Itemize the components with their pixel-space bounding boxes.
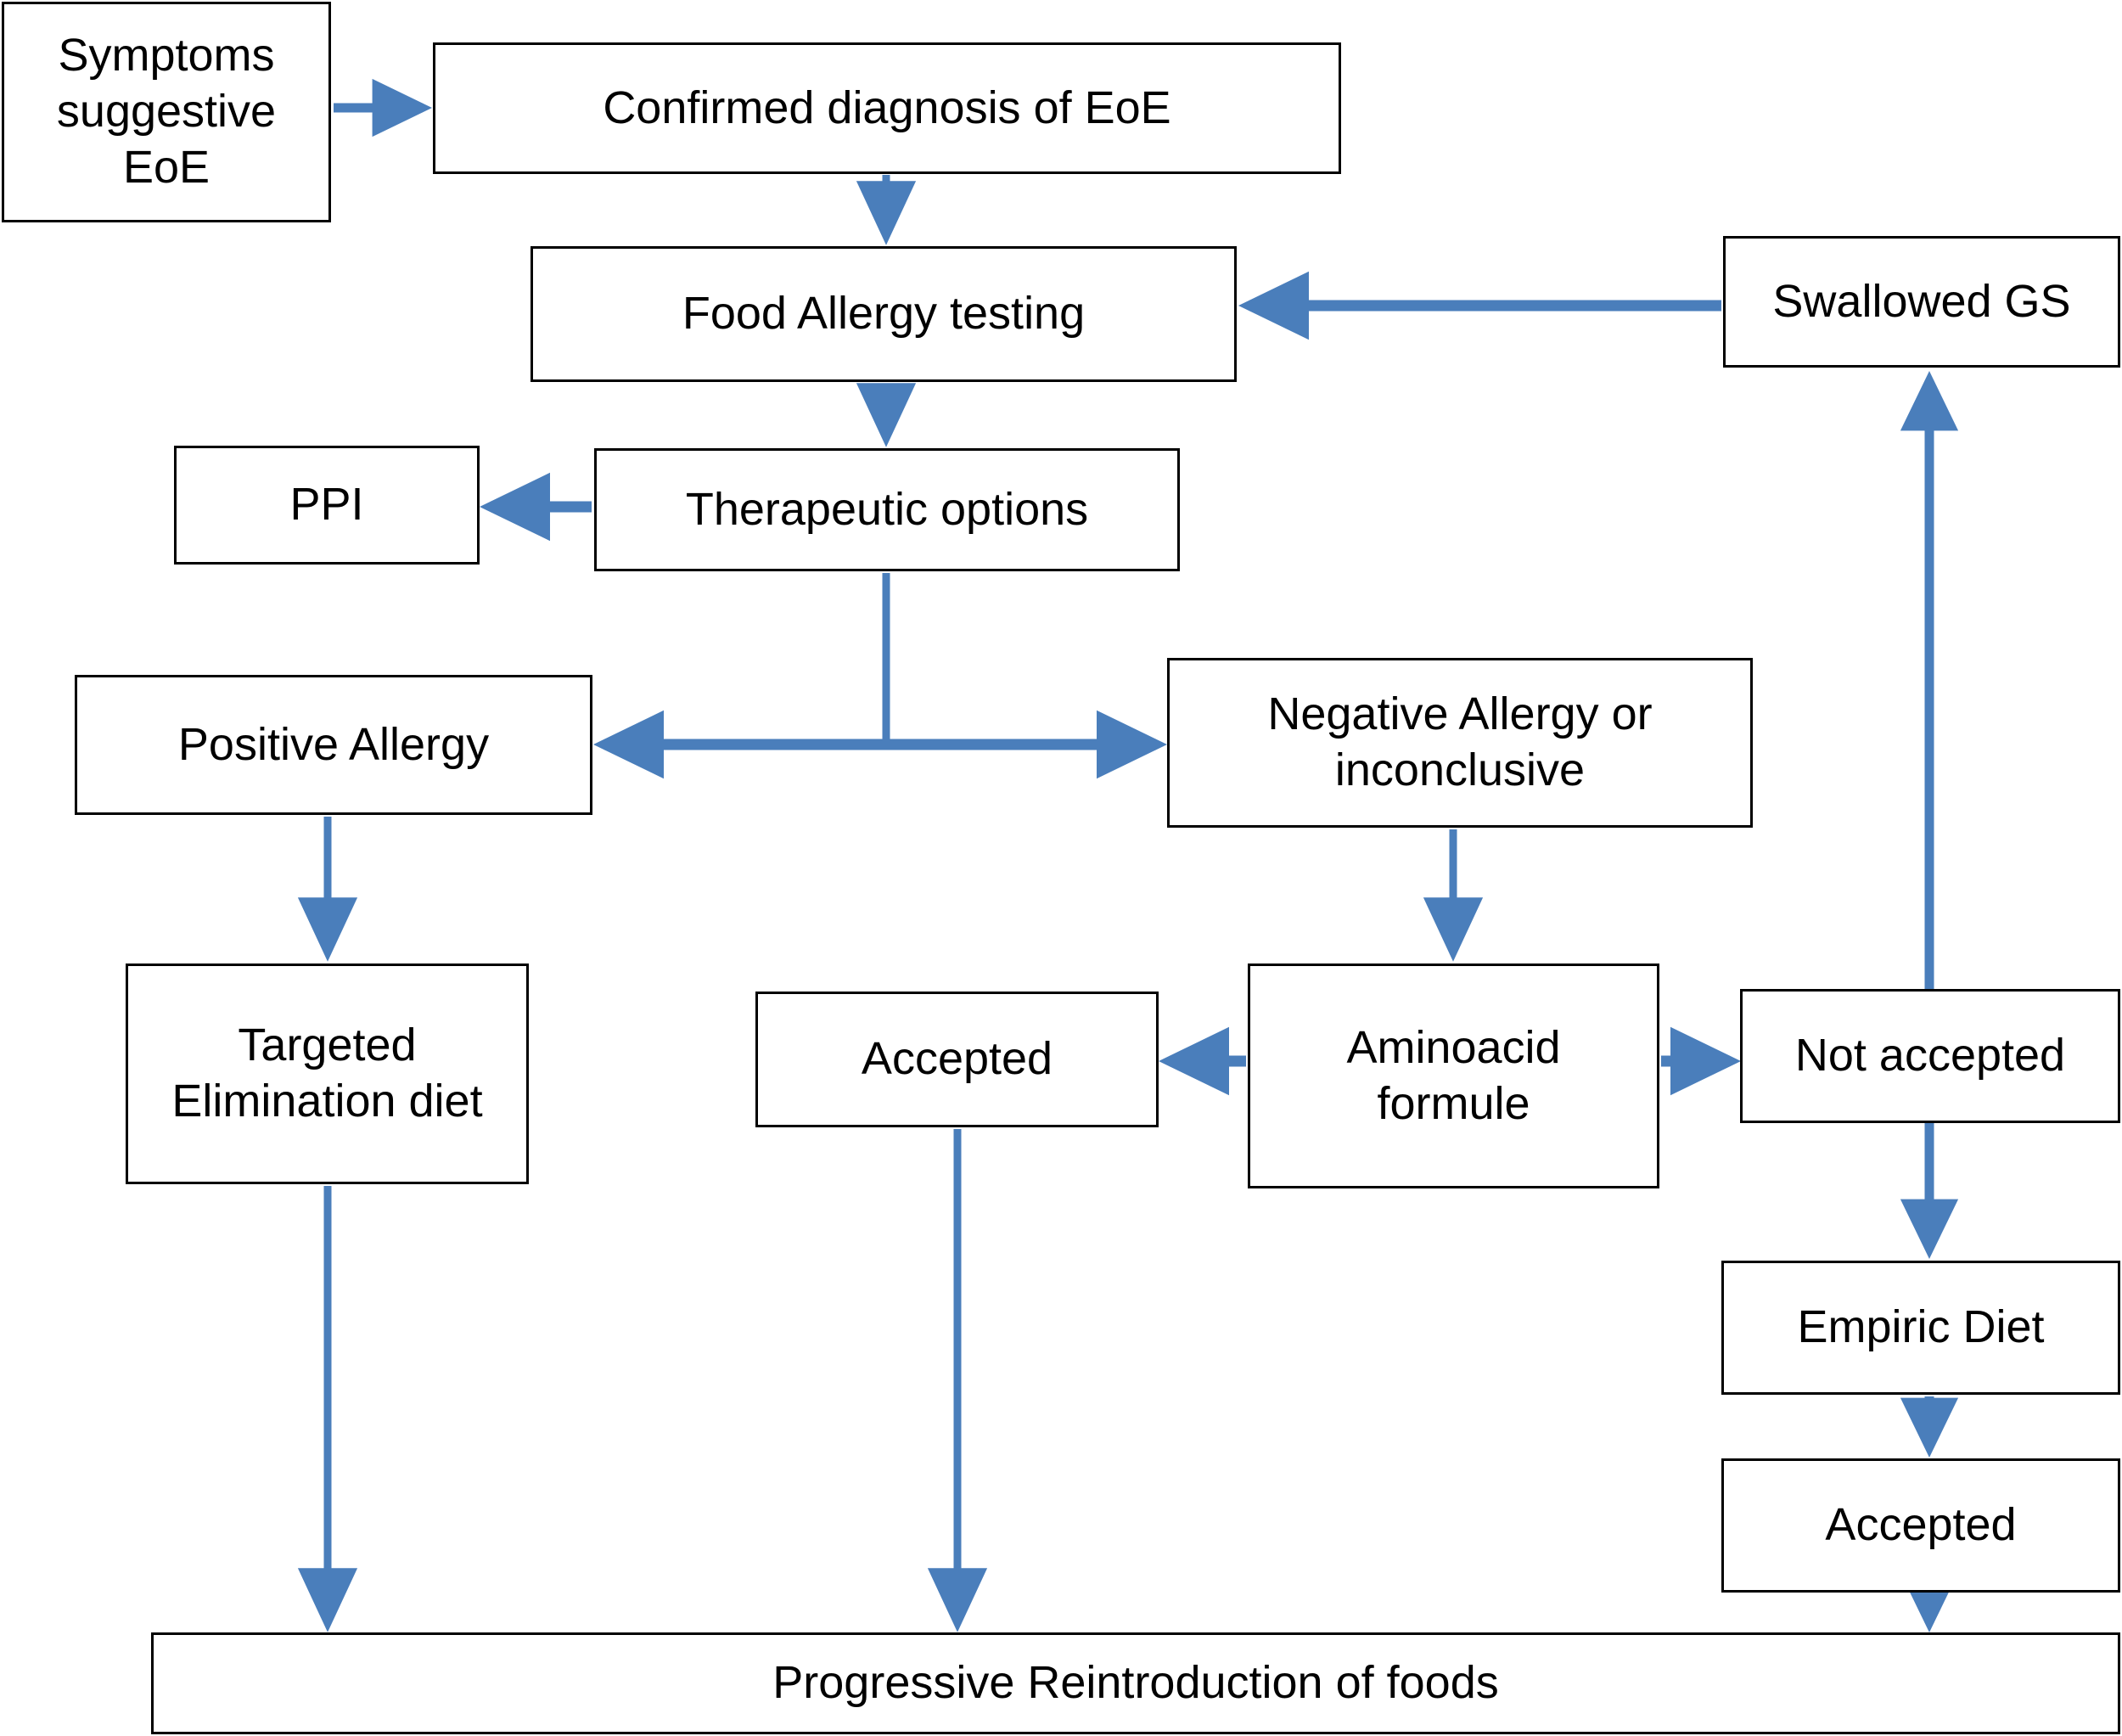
node-negative-allergy[interactable]: Negative Allergy or inconclusive [1167,658,1753,828]
node-food-allergy-testing-label: Food Allergy testing [682,288,1086,340]
node-not-accepted[interactable]: Not accepted [1740,989,2120,1123]
node-food-allergy-testing[interactable]: Food Allergy testing [530,246,1237,382]
node-confirmed-diagnosis-label: Confirmed diagnosis of EoE [603,81,1171,133]
node-empiric-diet-label: Empiric Diet [1797,1301,2045,1353]
node-swallowed-gs[interactable]: Swallowed GS [1723,236,2120,368]
node-swallowed-gs-label: Swallowed GS [1772,275,2071,327]
node-therapeutic-options[interactable]: Therapeutic options [594,448,1180,571]
node-symptoms-label: Symptoms suggestive EoE [56,30,277,193]
node-ppi[interactable]: PPI [174,446,480,565]
node-confirmed-diagnosis[interactable]: Confirmed diagnosis of EoE [433,42,1341,174]
node-accepted-middle[interactable]: Accepted [755,992,1159,1127]
node-targeted-elimination-diet[interactable]: Targeted Elimination diet [126,964,529,1184]
node-symptoms[interactable]: Symptoms suggestive EoE [2,2,331,222]
node-progressive-reintroduction-label: Progressive Reintroduction of foods [772,1657,1499,1709]
node-targeted-elimination-diet-label: Targeted Elimination diet [171,1020,483,1126]
node-positive-allergy[interactable]: Positive Allergy [75,675,592,815]
node-empiric-diet[interactable]: Empiric Diet [1721,1261,2120,1395]
node-aminoacid-formule-label: Aminoacid formule [1346,1021,1561,1129]
node-therapeutic-options-label: Therapeutic options [685,483,1089,535]
node-positive-allergy-label: Positive Allergy [177,718,490,770]
node-aminoacid-formule[interactable]: Aminoacid formule [1248,964,1659,1188]
node-not-accepted-label: Not accepted [1794,1030,2066,1081]
node-accepted-middle-label: Accepted [861,1033,1053,1085]
node-negative-allergy-label: Negative Allergy or inconclusive [1267,688,1653,795]
node-accepted-right[interactable]: Accepted [1721,1458,2120,1593]
node-ppi-label: PPI [289,479,364,531]
node-accepted-right-label: Accepted [1825,1499,2017,1551]
node-progressive-reintroduction[interactable]: Progressive Reintroduction of foods [151,1632,2120,1734]
edge-therapeutic-split [593,573,1167,779]
